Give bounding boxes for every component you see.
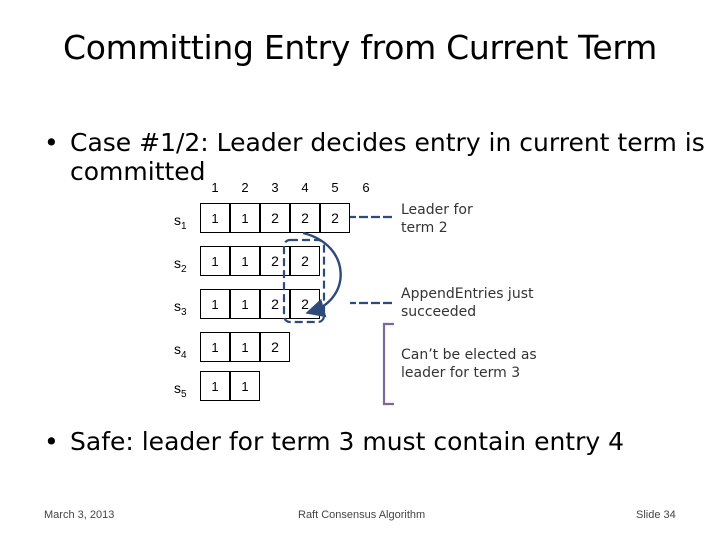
log-entry: 1 [230, 371, 260, 401]
log-index: 4 [301, 180, 309, 195]
leader-annotation: Leader for term 2 [401, 202, 473, 236]
footer-date: March 3, 2013 [44, 509, 115, 521]
bullet-case-line1: Case #1/2: Leader decides entry in curre… [70, 128, 705, 157]
cant-elect-annotation: Can’t be elected as leader for term 3 [401, 347, 537, 381]
server-label: s3 [174, 298, 187, 318]
server-label: s1 [174, 212, 187, 232]
log-entry: 2 [260, 203, 290, 233]
bullet-dot: • [44, 128, 59, 157]
entry-4-highlight [282, 238, 326, 324]
append-annotation: AppendEntries just succeeded [401, 286, 534, 320]
log-entry: 2 [320, 203, 350, 233]
log-index: 3 [271, 180, 279, 195]
log-entry: 2 [260, 332, 290, 362]
server-label: s4 [174, 341, 187, 361]
log-index: 1 [211, 180, 219, 195]
footer-slide-number: Slide 34 [636, 509, 676, 521]
footer-title: Raft Consensus Algorithm [298, 509, 426, 521]
cant-elect-brace [382, 322, 394, 406]
bullet-safe: • Safe: leader for term 3 must contain e… [44, 427, 704, 459]
replication-arrow [302, 231, 342, 318]
log-entry: 1 [200, 371, 230, 401]
server-label: s2 [174, 255, 187, 275]
log-entry: 1 [230, 289, 260, 319]
log-entry: 2 [290, 246, 320, 276]
log-entry: 1 [200, 203, 230, 233]
log-entry: 1 [200, 289, 230, 319]
log-index: 6 [362, 180, 370, 195]
log-index: 5 [331, 180, 339, 195]
bullet-safe-text: Safe: leader for term 3 must contain ent… [70, 427, 625, 456]
bullet-dot: • [44, 427, 59, 456]
slide-title: Committing Entry from Current Term [63, 28, 657, 67]
log-entry: 1 [200, 246, 230, 276]
log-entry: 2 [290, 203, 320, 233]
log-entry: 1 [230, 203, 260, 233]
bullet-case: • Case #1/2: Leader decides entry in cur… [44, 128, 705, 190]
log-entry: 1 [230, 332, 260, 362]
bullet-case-line2: committed [70, 157, 206, 186]
log-entry: 1 [200, 332, 230, 362]
log-index: 2 [241, 180, 249, 195]
log-entry: 1 [230, 246, 260, 276]
server-label: s5 [174, 380, 187, 400]
